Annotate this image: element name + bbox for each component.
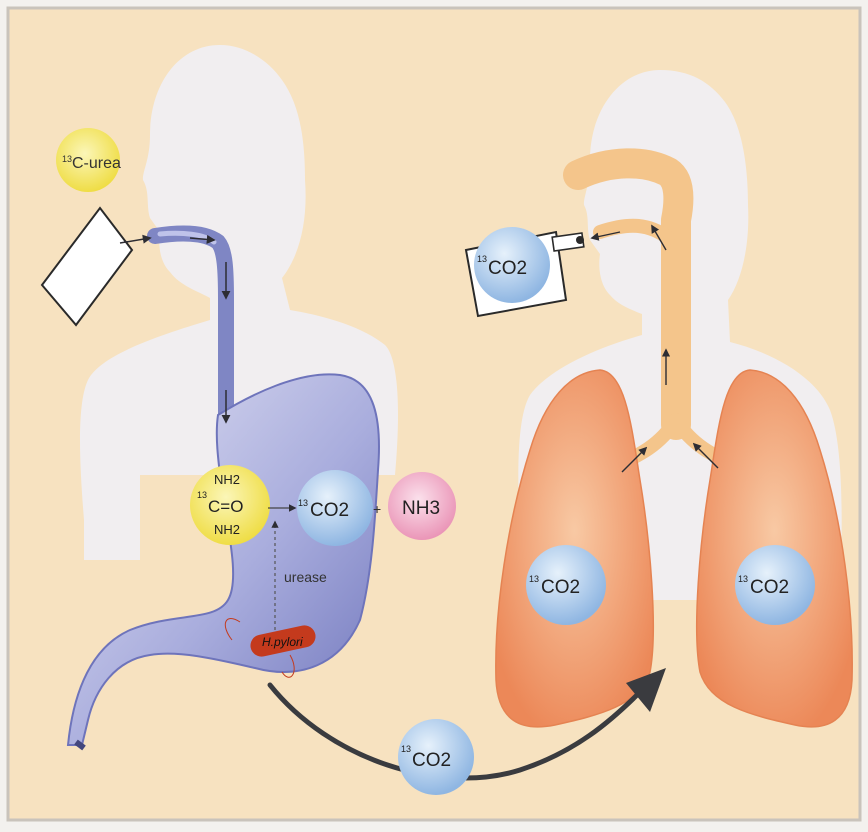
co2-breath-bag-superscript: 13 xyxy=(477,254,487,264)
nh3-label: NH3 xyxy=(402,498,440,519)
co2-lung-left-superscript: 13 xyxy=(529,574,539,584)
urea-pill-bubble: 13 C-urea xyxy=(56,128,121,192)
co2-stomach-bubble: 13 CO2 xyxy=(297,470,373,546)
urea-pill-label: C-urea xyxy=(72,155,121,172)
co2-stomach-label: CO2 xyxy=(310,500,349,521)
airway-arrow-right-bronchus xyxy=(692,442,719,469)
flow-arrow-throat xyxy=(189,234,216,244)
co2-blood-superscript: 13 xyxy=(401,744,411,754)
co2-lung-right-superscript: 13 xyxy=(738,574,748,584)
urease-label: urease xyxy=(284,569,327,585)
co2-stomach-superscript: 13 xyxy=(298,498,308,508)
plus-sign: + xyxy=(373,501,381,517)
bloodstream-transport-arrow xyxy=(267,682,643,781)
stomach xyxy=(66,373,381,746)
co2-lung-right-label: CO2 xyxy=(750,577,789,598)
urea-capsule-packet xyxy=(40,206,152,327)
nh3-bubble: NH3 xyxy=(388,472,456,540)
co2-lung-right-bubble: 13 CO2 xyxy=(735,545,815,625)
urea-molecule-superscript: 13 xyxy=(197,490,207,500)
co2-breath-bag-bubble: 13 CO2 xyxy=(474,227,550,303)
airway-arrow-throat xyxy=(651,224,667,251)
urea-nh2-bottom: NH2 xyxy=(214,522,240,537)
h-pylori-label: H.pylori xyxy=(262,635,303,649)
bloodstream-arrowhead xyxy=(626,668,666,712)
urea-molecule-bubble: NH2 13 C=O NH2 xyxy=(190,465,270,545)
co2-blood-bubble: 13 CO2 xyxy=(398,719,474,795)
co2-blood-label: CO2 xyxy=(412,750,451,771)
co2-lung-left-label: CO2 xyxy=(541,577,580,598)
co2-breath-bag-label: CO2 xyxy=(488,258,527,279)
urea-nh2-top: NH2 xyxy=(214,472,240,487)
urea-core: C=O xyxy=(208,497,243,516)
airway-arrow-mouth xyxy=(590,231,621,241)
airway-arrow-left-bronchus xyxy=(621,446,648,473)
co2-lung-left-bubble: 13 CO2 xyxy=(526,545,606,625)
urea-pill-superscript: 13 xyxy=(62,154,72,164)
h-pylori-bacteria: H.pylori xyxy=(224,617,316,678)
